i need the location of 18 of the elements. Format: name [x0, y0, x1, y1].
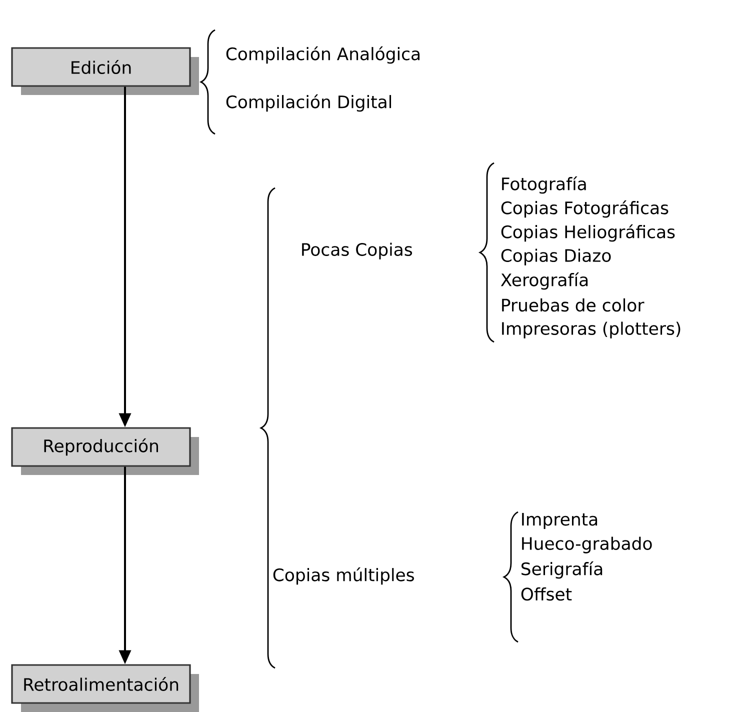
list-item: Compilación Analógica [226, 46, 420, 64]
list-item: Fotografía [502, 176, 586, 194]
list-item: Impresoras (plotters) [502, 322, 680, 338]
list-item: Imprenta [522, 512, 598, 530]
list-item: Hueco-grabado [522, 536, 652, 554]
list-item: Copias Diazo [501, 248, 611, 266]
list-item: Offset [521, 587, 572, 601]
process-box: Retroalimentación [11, 664, 199, 712]
list-item: Copias Heliográficas [501, 224, 675, 242]
process-box: Edición [11, 47, 199, 95]
list-item: Xerografía [500, 272, 588, 290]
list-item: Copias Fotográficas [501, 200, 668, 218]
list-item: Compilación Digital [226, 94, 392, 112]
list-item: Copias múltiples [273, 567, 414, 585]
process-box: Reproducción [11, 427, 199, 475]
list-item: Serigrafía [522, 561, 602, 579]
list-item: Pruebas de color [502, 298, 644, 312]
list-item: Pocas Copias [302, 242, 412, 260]
